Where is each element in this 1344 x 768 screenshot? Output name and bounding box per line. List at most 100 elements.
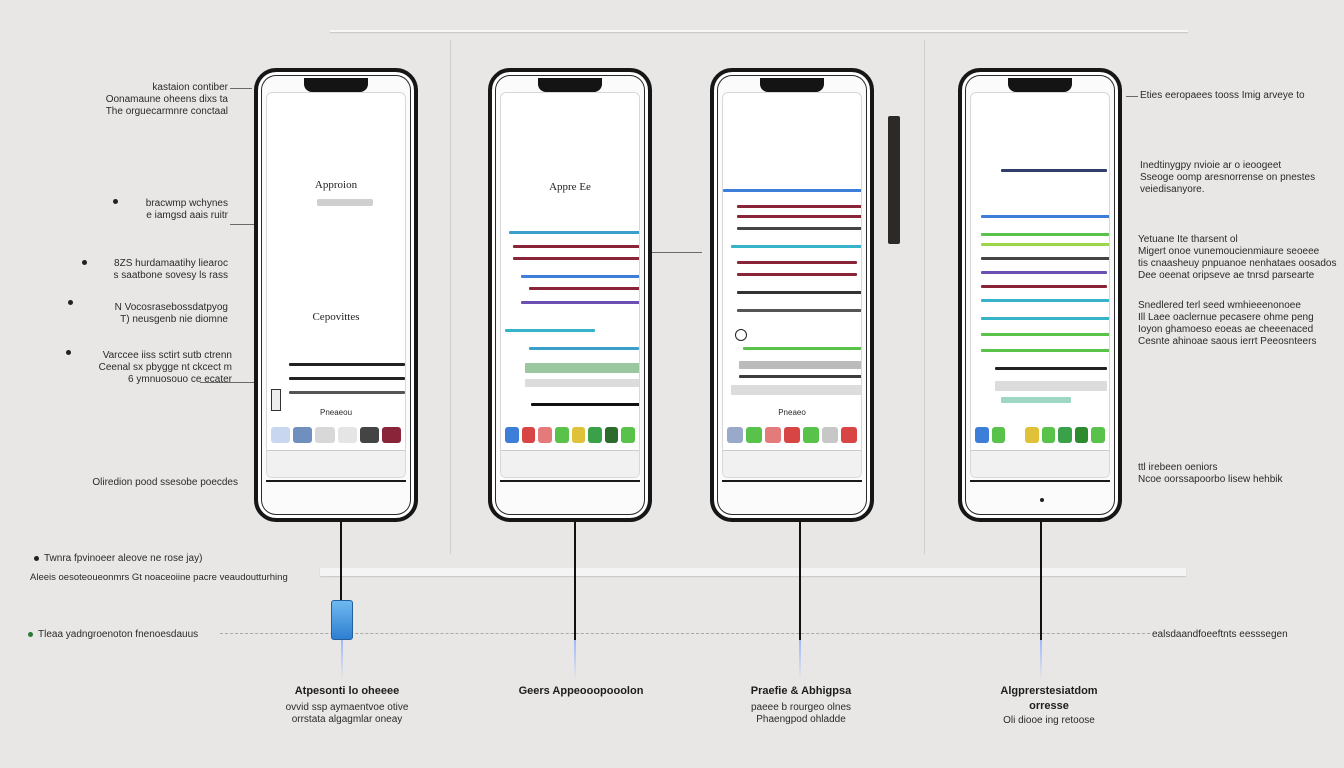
divider-line-2 <box>924 40 925 554</box>
screen-button-label[interactable]: Pneaeo <box>778 408 806 417</box>
list-bar <box>981 285 1107 288</box>
list-bar <box>981 257 1109 260</box>
bottom-left-line-1: Twnra fpvinoeer aleove ne rose jay) <box>44 553 203 564</box>
bottom-dock <box>501 450 639 477</box>
list-bar <box>737 215 861 218</box>
app-icon-row <box>727 427 857 443</box>
list-bar <box>289 363 405 366</box>
list-bar <box>513 257 639 260</box>
caption-title: Geers Appeooopooolon <box>518 685 644 697</box>
list-bar <box>981 271 1107 274</box>
bottom-left-line-3: Tleaa yadngroenoton fnenoesdauus <box>38 629 199 640</box>
left-annotation-2: bracwmp wchynes e iamgsd aais ruitr <box>145 198 228 221</box>
phone-screen: Approion Cepovittes Pneaeou <box>266 92 406 478</box>
list-bar <box>737 205 861 208</box>
cable-4 <box>1040 522 1042 640</box>
list-bar <box>737 309 861 312</box>
cable-glow <box>799 640 801 680</box>
connector-line <box>652 252 702 253</box>
left-annotation-1: kastaion contiber Oonamaune oheens dixs … <box>105 82 228 117</box>
caption-line: ovvid ssp aymaentvoe otive <box>285 702 409 713</box>
list-bar <box>981 317 1109 320</box>
caption-line: orresse <box>1029 700 1069 712</box>
list-bar <box>531 403 639 406</box>
screen-button-label[interactable]: Pneaeou <box>319 408 353 417</box>
list-bar <box>525 379 639 387</box>
list-bar <box>521 301 639 304</box>
list-bar <box>981 215 1109 218</box>
caption-line: Phaengpod ohladde <box>756 714 846 725</box>
circle-icon[interactable] <box>735 329 747 341</box>
list-bar <box>981 349 1109 352</box>
list-bar <box>731 385 861 395</box>
cable-1 <box>340 522 342 602</box>
top-guide-line <box>330 30 1188 32</box>
cable-2 <box>574 522 576 640</box>
list-bar <box>1001 169 1107 172</box>
list-bar <box>505 329 595 332</box>
app-icon-row <box>505 427 635 443</box>
bottom-dock <box>267 450 405 477</box>
list-bar <box>737 261 857 264</box>
screen-title: Appre Ee <box>549 181 591 193</box>
notch <box>1008 78 1072 92</box>
bullet-dot <box>34 556 39 561</box>
bottom-guide-line <box>320 568 1186 576</box>
home-bar <box>722 480 862 482</box>
right-annotation-4: Snedlered terl seed wmhieeenonoee Ill La… <box>1138 300 1317 347</box>
list-bar <box>521 275 639 278</box>
list-bar <box>509 231 639 234</box>
left-annotation-6: Oliredion pood ssesobe poecdes <box>92 477 238 488</box>
list-bar <box>525 363 639 373</box>
phone-2: Appre Ee <box>488 68 652 522</box>
phone-3: Pneaeo <box>710 68 874 522</box>
bullet-dot <box>113 199 118 204</box>
list-bar <box>995 381 1107 391</box>
bullet-dot <box>82 260 87 265</box>
bottom-dock <box>971 450 1109 477</box>
list-bar <box>981 333 1109 336</box>
caption-title: Atpesonti lo oheeee <box>294 685 400 697</box>
cable-3 <box>799 522 801 640</box>
list-bar <box>529 347 639 350</box>
dashed-timeline <box>220 633 1150 634</box>
notch <box>760 78 824 92</box>
leader-line <box>200 382 254 383</box>
list-bar <box>529 287 639 290</box>
bottom-dock <box>723 450 861 477</box>
list-bar <box>739 361 861 369</box>
left-annotation-5: Varccee iiss sctirt sutb ctrenn Ceenal s… <box>98 350 232 385</box>
right-annotation-2: Inedtinygpy nvioie ar o ieoogeet Sseoge … <box>1140 160 1316 195</box>
usb-plug <box>331 600 353 640</box>
leader-line <box>230 224 254 225</box>
list-bar <box>289 377 405 380</box>
notch <box>538 78 602 92</box>
notch <box>304 78 368 92</box>
list-bar <box>739 375 861 378</box>
left-annotation-4: N Vocosrasebossdatpyog T) neusgenb nie d… <box>114 302 228 325</box>
caption-title: Praefie & Abhigpsa <box>750 685 852 697</box>
list-bar <box>737 227 861 230</box>
home-bar <box>266 480 406 482</box>
list-bar <box>731 245 861 248</box>
caption-3: Praefie & Abhigpsa paeee b rourgeo olnes… <box>716 685 886 726</box>
app-icon-row <box>271 427 402 443</box>
phone-1: Approion Cepovittes Pneaeou <box>254 68 418 522</box>
cable-glow <box>1040 640 1042 680</box>
list-bar <box>723 189 861 192</box>
phone-4 <box>958 68 1122 522</box>
caption-line: orrstata algagmlar oneay <box>291 714 403 725</box>
home-indicator-dot <box>1040 498 1044 502</box>
right-annotation-1: Eties eeropaees tooss Imig arveye to <box>1140 90 1305 101</box>
list-bar <box>981 243 1109 246</box>
screen-subtitle: Cepovittes <box>312 311 360 323</box>
caption-line: Oli diooe ing retoose <box>1003 715 1095 726</box>
bullet-dot <box>68 300 73 305</box>
checkbox-icon[interactable] <box>271 389 281 411</box>
list-bar <box>981 233 1109 236</box>
phone-screen: Appre Ee <box>500 92 640 478</box>
side-button <box>888 116 900 244</box>
caption-1: Atpesonti lo oheeee ovvid ssp aymaentvoe… <box>262 685 432 726</box>
caption-line: paeee b rourgeo olnes <box>750 702 852 713</box>
phone-screen: Pneaeo <box>722 92 862 478</box>
